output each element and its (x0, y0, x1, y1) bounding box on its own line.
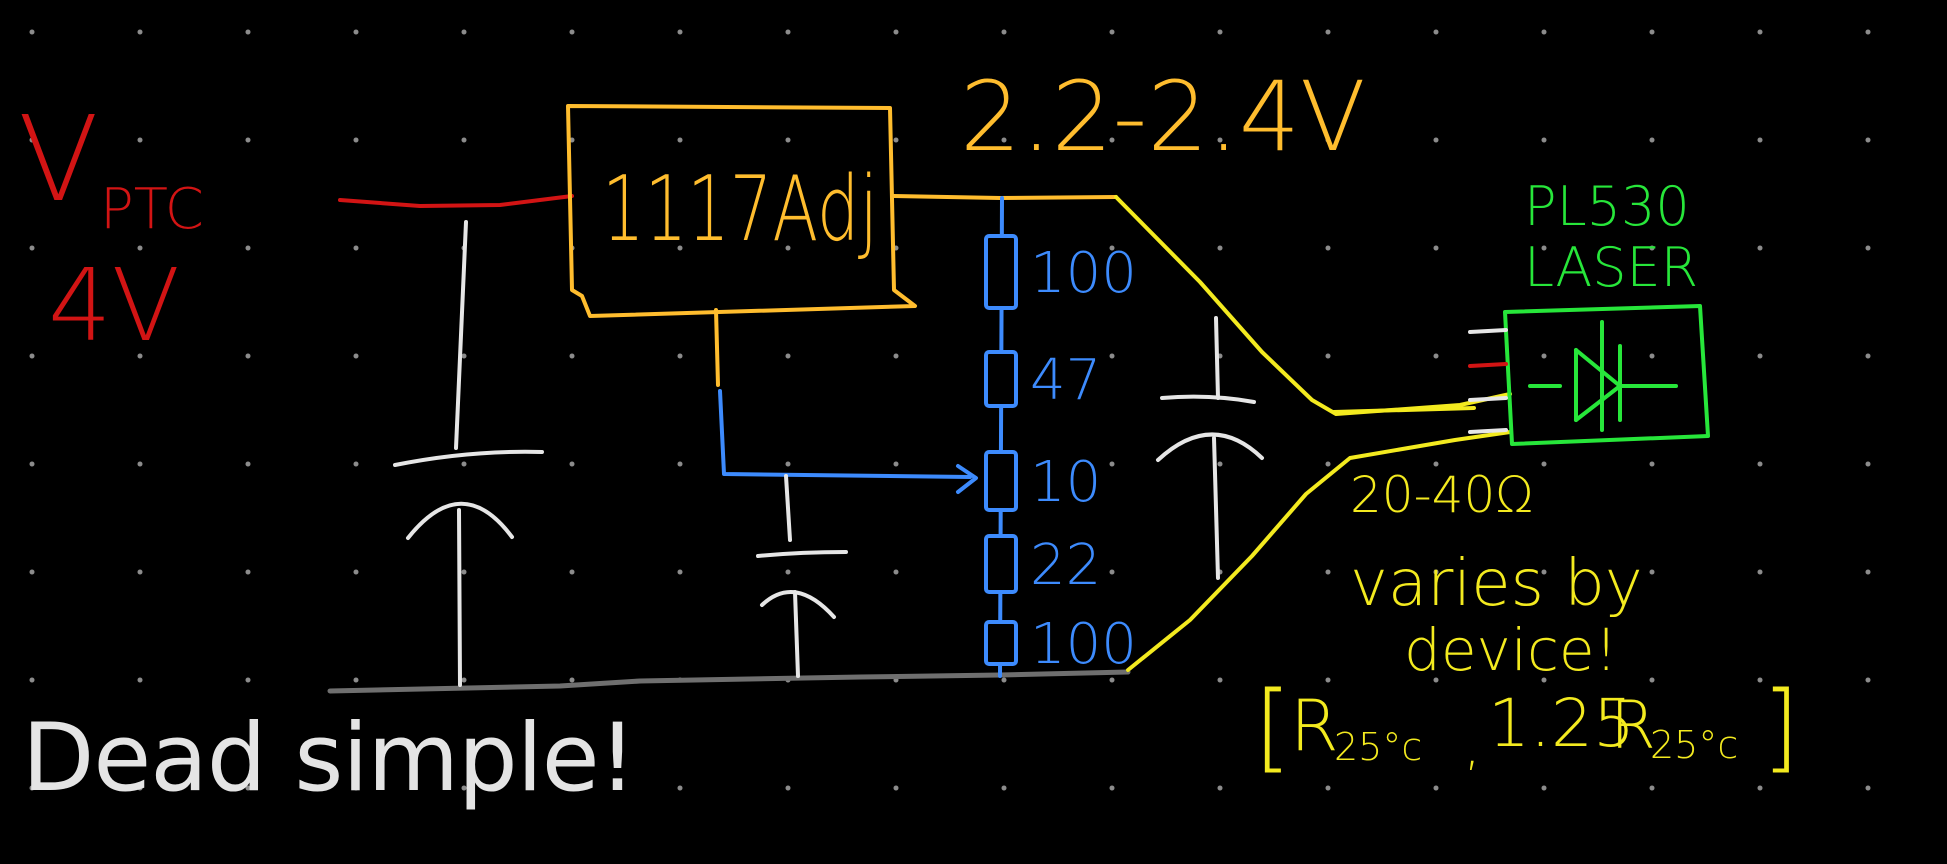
range-factor: 1.25 (1488, 685, 1635, 762)
laser-type-label: LASER (1524, 236, 1698, 299)
regulator-body (566, 104, 917, 318)
supply-label-v: V (18, 90, 99, 228)
range-r1-subscript: 25°c (1334, 725, 1422, 769)
output-network (1114, 195, 1512, 672)
laser-pin-4 (1468, 428, 1508, 434)
range-r2-subscript: 25°c (1650, 723, 1738, 767)
laser-module: PL530 LASER (1468, 175, 1710, 446)
laser-resistance-label: 20-40Ω (1350, 466, 1534, 524)
regulator-group: 1117Adj (566, 104, 1118, 387)
resistance-range: [ R 25°c , 1.25 R 25°c ] (1254, 671, 1799, 783)
resistor-5 (984, 620, 1018, 666)
range-comma: , (1464, 717, 1481, 777)
resistor-5-value: 100 (1030, 612, 1137, 677)
regulator-output-wire (892, 194, 1118, 200)
resistor-3-value: 10 (1030, 450, 1101, 515)
resistor-4-value: 22 (1030, 533, 1101, 598)
supply-input-wire (338, 194, 574, 208)
laser-pins (1468, 328, 1508, 434)
adj-feedback-wire (718, 389, 972, 479)
input-capacitor (393, 220, 544, 687)
output-capacitor (1156, 316, 1264, 580)
slide-caption: Dead simple! (22, 704, 636, 813)
adj-capacitor (756, 474, 848, 678)
laser-pin-3 (1468, 396, 1508, 402)
resistor-1-value: 100 (1030, 241, 1137, 306)
laser-case-wire (1332, 406, 1476, 414)
laser-notes: 20-40Ω varies by device! [ R 25°c , 1.25… (1254, 466, 1799, 783)
range-r2: R (1610, 687, 1656, 764)
resistor-3 (984, 450, 1018, 512)
resistor-2-value: 47 (1030, 348, 1101, 413)
range-open-bracket: [ (1254, 671, 1291, 783)
regulator-adj-wire (714, 308, 720, 387)
adj-feedback (718, 389, 978, 678)
laser-negative-wire (1126, 430, 1512, 672)
varies-note-line2: device! (1404, 616, 1618, 684)
output-voltage-label: 2.2-2.4V (960, 61, 1366, 173)
laser-model-label: PL530 (1524, 175, 1690, 238)
resistor-4 (984, 534, 1018, 594)
adj-feedback-arrowhead (956, 464, 978, 494)
resistor-1 (984, 234, 1018, 310)
resistor-2 (984, 350, 1018, 408)
laser-diode-icon (1528, 320, 1678, 432)
resistor-divider: 100 47 10 22 100 (984, 196, 1137, 678)
supply-voltage-label: 4V (48, 247, 180, 364)
regulator-label: 1117Adj (602, 157, 878, 262)
range-r1: R (1290, 685, 1339, 767)
laser-positive-wire (1114, 195, 1512, 416)
laser-body (1503, 304, 1710, 446)
laser-pin-2 (1468, 362, 1508, 368)
supply-label-ptc: PTC (100, 177, 204, 242)
resistor-stack: 100 47 10 22 100 (984, 234, 1137, 677)
laser-pin-1 (1468, 328, 1508, 334)
ground-rail (327, 669, 1131, 694)
varies-note-line1: varies by (1350, 547, 1643, 621)
range-close-bracket: ] (1762, 671, 1799, 783)
supply-group: V PTC 4V (18, 90, 574, 364)
